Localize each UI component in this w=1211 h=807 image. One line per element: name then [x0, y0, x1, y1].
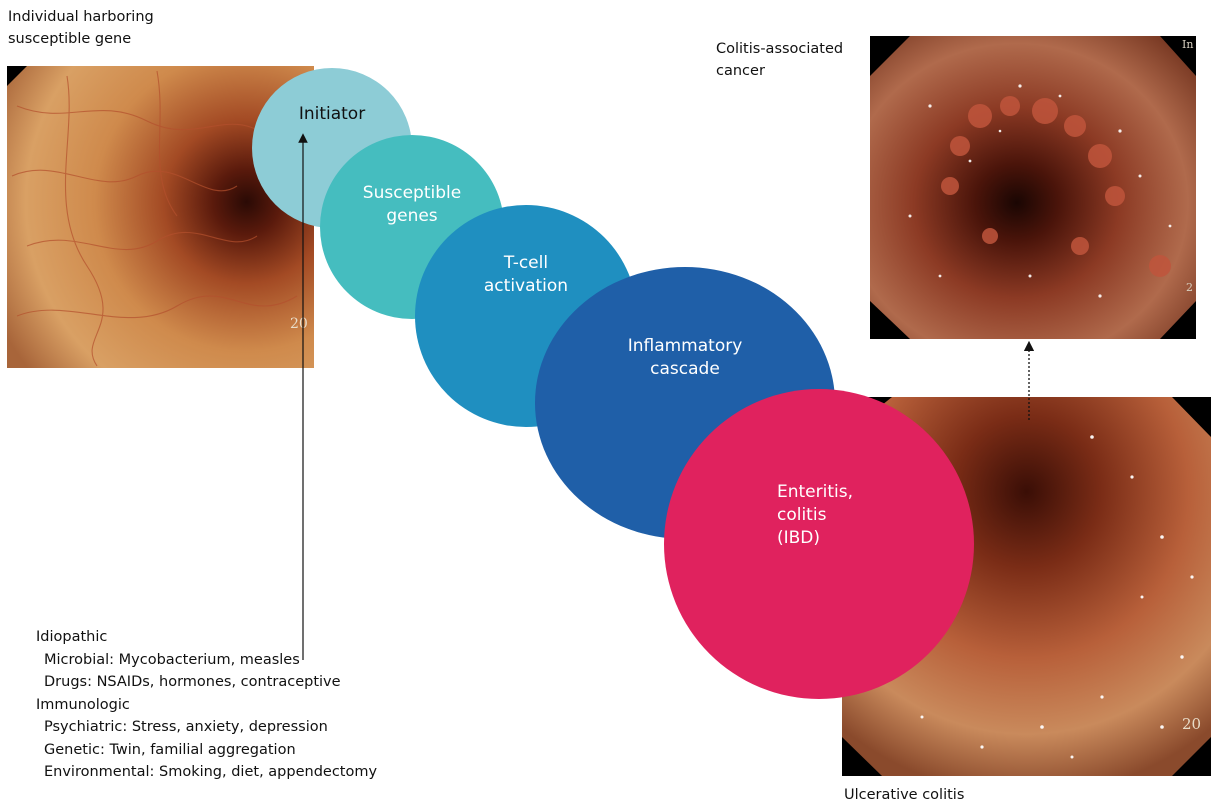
factor-drugs: Drugs: NSAIDs, hormones, contraceptive	[36, 671, 377, 694]
label-colitis-associated-cancer: Colitis-associated cancer	[716, 38, 843, 82]
factor-psychiatric: Psychiatric: Stress, anxiety, depression	[36, 716, 377, 739]
label-individual-harboring-susceptible-gene: Individual harboring susceptible gene	[8, 6, 154, 50]
factor-microbial: Microbial: Mycobacterium, measles	[36, 649, 377, 672]
factor-immunologic: Immunologic	[36, 694, 377, 717]
circle-t-cell-activation-label: T-cell activation	[484, 252, 568, 298]
circle-inflammatory-cascade-label: Inflammatory cascade	[628, 335, 743, 381]
svg-text:20: 20	[290, 316, 308, 332]
svg-text:20: 20	[1182, 715, 1201, 733]
svg-text:In: In	[1182, 38, 1193, 51]
etiologic-factors-list: Idiopathic Microbial: Mycobacterium, mea…	[36, 626, 377, 784]
factor-genetic: Genetic: Twin, familial aggregation	[36, 739, 377, 762]
circle-initiator-label: Initiator	[299, 103, 365, 126]
circle-susceptible-genes-label: Susceptible genes	[363, 182, 461, 228]
circle-enteritis-colitis-ibd: Enteritis, colitis (IBD)	[664, 389, 974, 699]
factor-environmental: Environmental: Smoking, diet, appendecto…	[36, 761, 377, 784]
label-ulcerative-colitis: Ulcerative colitis	[844, 784, 964, 806]
colitis-cancer-endoscopy-image: In 2	[870, 36, 1196, 339]
factor-idiopathic: Idiopathic	[36, 626, 377, 649]
svg-text:2: 2	[1186, 281, 1193, 294]
circle-enteritis-colitis-ibd-label: Enteritis, colitis (IBD)	[777, 481, 853, 550]
